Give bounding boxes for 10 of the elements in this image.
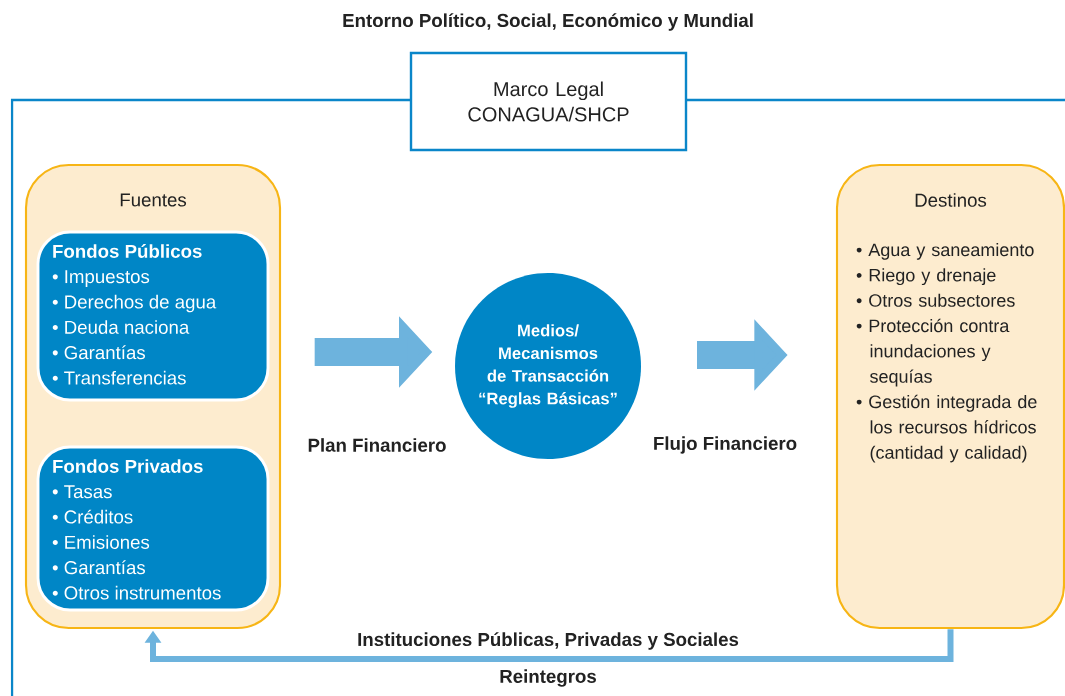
edge-label: Reintegros	[500, 669, 596, 687]
edge-label: Flujo Financiero	[654, 436, 797, 454]
fund-box: Fondos Privados • Tasas • Créditos • Emisiones • Garantías • Otros instrumentos	[36, 445, 270, 612]
fund-box: Fondos Públicos • Impuestos • Derechos de agua • Deuda naciona • Garantías • Transferencias	[36, 230, 270, 402]
title: Entorno Político, Social, Económico y Mundial	[343, 13, 753, 31]
framework-box: Marco Legal CONAGUA/SHCP	[409, 51, 688, 152]
arrow	[144, 629, 954, 662]
group-panel: Destinos • Agua y saneamiento • Riego y drenaje • Otros subsectores • Protección contra inundaciones y sequías • Gestión integrada de los recursos hídricos (cantidad y calidad)	[835, 163, 1065, 630]
flow-caption: Instituciones Públicas, Privadas y Sociales	[358, 632, 739, 650]
edge-label: Plan Financiero	[308, 438, 446, 452]
